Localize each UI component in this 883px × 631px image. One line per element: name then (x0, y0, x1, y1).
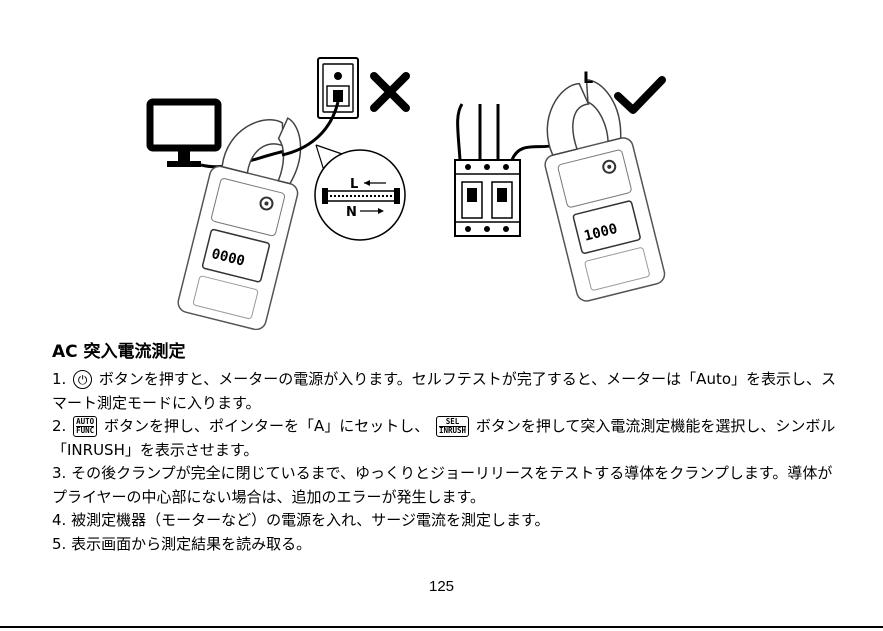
power-button-icon: ⏻ (73, 370, 93, 389)
step-1: 1. ⏻ ボタンを押すと、メーターの電源が入ります。セルフテストが完了すると、メ… (52, 370, 837, 412)
lcd-readout-left: 0000 (210, 246, 247, 270)
step-4: 4. 被測定機器（モーターなど）の電源を入れ、サージ電流を測定します。 (52, 511, 550, 529)
clamp-meter-left: 0000 (177, 117, 302, 330)
wall-outlet-icon (317, 57, 359, 119)
step-3: 3. その後クランプが完全に閉じているまで、ゆっくりとジョーリリースをテストする… (52, 464, 833, 506)
correct-check-icon (614, 76, 666, 114)
monitor-icon (146, 98, 222, 167)
label-n: N (346, 205, 357, 220)
step-5: 5. 表示画面から測定結果を読み取る。 (52, 534, 312, 553)
cable-detail-magnifier: L N (314, 144, 406, 241)
section-heading: AC 突入電流測定 (52, 342, 186, 362)
measurement-illustration: 0000 L N (146, 57, 666, 330)
label-l-right: L (583, 68, 593, 87)
lcd-readout-right: 1000 (583, 221, 620, 245)
wrong-x-icon (370, 72, 410, 112)
circuit-breaker-icon (454, 103, 556, 237)
label-l: L (350, 177, 358, 192)
page-number: 125 (428, 578, 455, 595)
steps-list: 1. ⏻ ボタンを押すと、メーターの電源が入ります。セルフテストが完了すると、メ… (52, 368, 842, 556)
clamp-meter-right: 1000 (544, 78, 666, 302)
bottom-rule (0, 626, 883, 628)
